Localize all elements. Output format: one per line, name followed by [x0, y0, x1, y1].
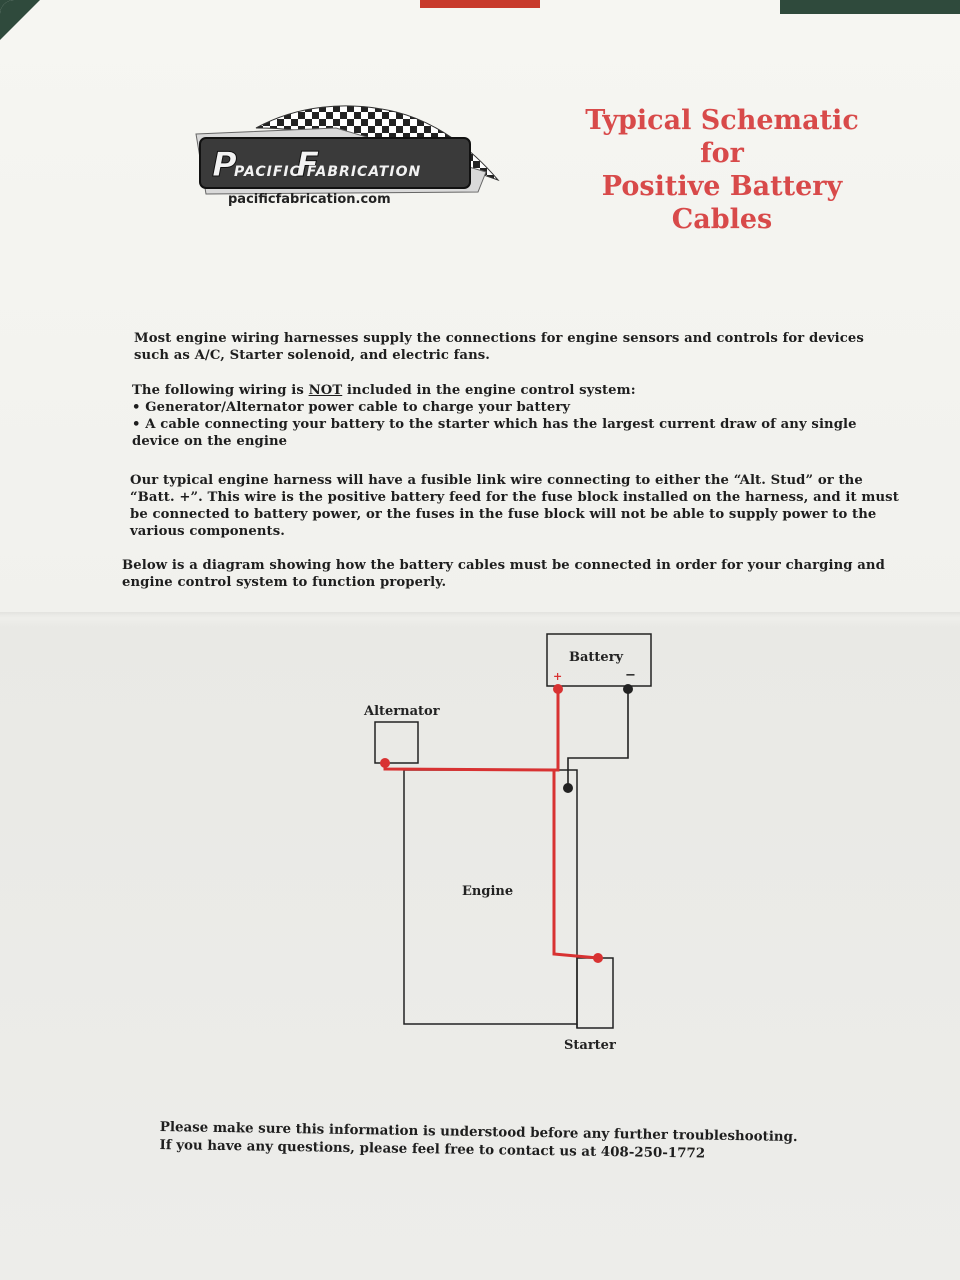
positive-cable-battery-to-starter — [552, 688, 599, 960]
ground-wire — [567, 688, 629, 788]
heading-suffix: included in the engine control system: — [342, 383, 636, 398]
folded-corner — [0, 0, 40, 40]
battery-negative-terminal — [623, 684, 633, 694]
positive-cable-alternator — [383, 763, 555, 772]
title-line-3: Positive Battery — [601, 171, 843, 202]
bullet-item: • A cable connecting your battery to the… — [132, 417, 857, 449]
alternator-label: Alternator — [364, 704, 440, 719]
not-included-section: The following wiring is NOT included in … — [132, 382, 892, 450]
heading-prefix: The following wiring is — [132, 383, 309, 398]
pacific-fabrication-logo: P F PACIFIC FABRICATION — [195, 105, 500, 195]
alternator-terminal — [380, 758, 390, 768]
title-line-2: for — [700, 138, 744, 169]
wiring-diagram-svg — [374, 633, 652, 1029]
svg-text:F: F — [296, 145, 319, 185]
engine-label: Engine — [462, 884, 514, 899]
battery-plus-label: + — [553, 670, 563, 683]
intro-paragraph: Most engine wiring harnesses supply the … — [134, 331, 864, 363]
logo-url: pacificfabrication.com — [228, 192, 391, 207]
starter-box — [576, 957, 614, 1029]
battery-positive-terminal — [553, 684, 563, 694]
starter-label: Starter — [564, 1038, 616, 1053]
battery-label: Battery — [569, 650, 624, 665]
diagram-intro-paragraph: Below is a diagram showing how the batte… — [122, 558, 885, 590]
bullet-item: • Generator/Alternator power cable to ch… — [132, 400, 571, 415]
footer-note: Please make sure this information is und… — [159, 1118, 859, 1165]
title-line-1: Typical Schematic — [585, 105, 859, 136]
svg-text:P: P — [212, 145, 237, 185]
not-included-heading: The following wiring is NOT included in … — [132, 382, 892, 399]
alternator-box — [374, 721, 419, 764]
wiring-diagram: Battery + − Alternator Engine Starter — [0, 620, 960, 1090]
engine-ground-point — [563, 783, 573, 793]
paper-fold — [0, 612, 960, 618]
starter-terminal — [593, 953, 603, 963]
title-line-4: Cables — [671, 204, 773, 235]
page-title: Typical Schematic for Positive Battery C… — [552, 104, 892, 236]
heading-emphasis: NOT — [308, 383, 343, 398]
logo-text: PACIFIC FABRICATION — [234, 164, 421, 180]
battery-minus-label: − — [625, 668, 636, 683]
background-edge — [780, 0, 960, 14]
edge-mark — [420, 0, 540, 8]
harness-paragraph: Our typical engine harness will have a f… — [130, 473, 899, 539]
battery-box — [546, 633, 652, 687]
